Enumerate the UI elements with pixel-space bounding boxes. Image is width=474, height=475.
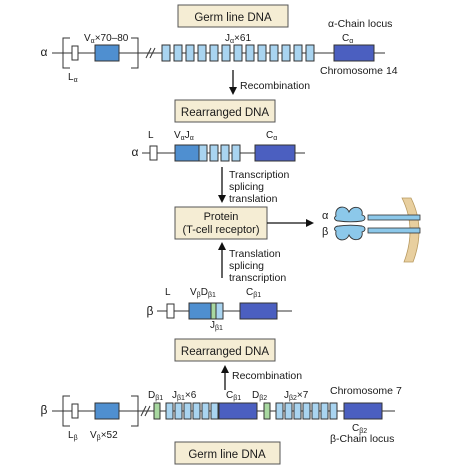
beta-symbol-3: β	[147, 304, 154, 318]
beta-locus-label: β-Chain locus	[330, 433, 394, 445]
v-alpha-segment	[94, 44, 120, 62]
alpha-symbol: α	[41, 45, 48, 59]
germline-bottom-box: Germ line DNA	[174, 441, 281, 465]
leader-segment-3	[166, 303, 175, 319]
j-beta1-segment-3	[215, 302, 224, 320]
alpha-symbol-2: α	[132, 145, 139, 159]
beta-tail	[367, 227, 421, 234]
c-alpha-label-2: Cα	[266, 130, 277, 142]
vj-alpha-label: VαJα	[174, 130, 194, 142]
tst-beta-1: Translation	[229, 248, 281, 260]
d-beta2-label: Dβ2	[252, 390, 267, 402]
germline-top-box: Germ line DNA	[177, 4, 289, 28]
j-beta1-label-3: Jβ1	[210, 320, 223, 332]
recombination-label-2: Recombination	[232, 370, 302, 382]
bracket-left-beta	[62, 395, 70, 427]
l-beta-label: Lβ	[68, 430, 78, 442]
bracket-right-beta	[131, 395, 139, 427]
c-beta1-segment-3	[239, 302, 278, 320]
c-alpha-segment	[333, 44, 375, 62]
rearranged-alpha-label: Rearranged DNA	[181, 107, 270, 119]
alpha-locus-label: α-Chain locus	[328, 18, 392, 30]
d-beta1-label: Dβ1	[148, 390, 163, 402]
leader-segment-2	[149, 145, 158, 161]
c-beta2-label: Cβ2	[352, 423, 367, 435]
protein-label-1: Protein	[204, 211, 239, 223]
j-beta2-count-label: Jβ2×7	[284, 390, 309, 402]
break-mark	[145, 47, 156, 59]
rearranged-beta-box: Rearranged DNA	[174, 338, 276, 362]
beta-rearranged-row: β L VβDβ1 Jβ1 Cβ1	[147, 287, 292, 332]
c-beta2-segment	[343, 402, 383, 420]
c-alpha-label: Cα	[342, 33, 353, 45]
beta-symbol-4: β	[41, 403, 48, 417]
j-beta1-segments	[165, 402, 219, 420]
beta-germline-row: β Lβ Vβ×52 Dβ1 Jβ1×6 Cβ1 Dβ2	[41, 385, 402, 445]
bracket-right	[131, 37, 139, 69]
leader-segment	[71, 45, 79, 61]
protein-box: Protein (T-cell receptor)	[174, 206, 268, 240]
l-alpha-label: Lα	[68, 72, 78, 84]
v-beta-segment	[94, 402, 120, 420]
tst-alpha-2: splicing	[229, 181, 264, 193]
break-mark-beta	[140, 405, 151, 417]
tst-beta-3: transcription	[229, 272, 286, 284]
c-beta1-label: Cβ1	[226, 390, 241, 402]
alpha-tail	[367, 214, 421, 221]
v-alpha-count-label: Vα×70–80	[84, 33, 129, 45]
l-label-3: L	[165, 287, 171, 298]
vd-beta-d-part	[210, 302, 217, 320]
bracket-left	[62, 37, 70, 69]
rearranged-alpha-box: Rearranged DNA	[174, 99, 276, 123]
c-beta1-label-3: Cβ1	[246, 287, 261, 299]
j-alpha-segments	[161, 44, 315, 62]
j-beta2-segments	[275, 402, 338, 420]
leader-segment-beta	[71, 403, 79, 419]
vd-beta-label: VβDβ1	[190, 287, 216, 299]
receptor-alpha-label: α	[322, 210, 329, 222]
alpha-rearranged-row: α L VαJα Cα	[132, 130, 305, 162]
rearranged-beta-label: Rearranged DNA	[181, 346, 270, 358]
v-beta-count-label: Vβ×52	[90, 430, 118, 442]
beta-domain	[334, 224, 366, 241]
vj-alpha-j-segments	[198, 144, 241, 162]
tcr-illustration: α β	[322, 197, 421, 263]
j-beta1-count-label: Jβ1×6	[172, 390, 197, 402]
d-beta1-segment	[153, 402, 161, 420]
c-alpha-segment-2	[254, 144, 296, 162]
germline-top-label: Germ line DNA	[194, 12, 272, 24]
receptor-beta-label: β	[322, 226, 328, 238]
alpha-germline-row: α Vα×70–80 Lα Jα×61 Cα α-	[41, 18, 398, 84]
j-alpha-count-label: Jα×61	[225, 33, 251, 45]
tst-alpha-1: Transcription	[229, 169, 289, 181]
d-beta2-segment	[263, 402, 271, 420]
recombination-label-1: Recombination	[240, 80, 310, 92]
chromosome-14-label: Chromosome 14	[320, 65, 398, 77]
c-beta1-segment	[218, 402, 258, 420]
l-label-2: L	[148, 130, 154, 141]
vd-beta-v-part	[188, 302, 212, 320]
germline-bottom-label: Germ line DNA	[188, 449, 266, 461]
tst-beta-2: splicing	[229, 260, 264, 272]
chromosome-7-label: Chromosome 7	[330, 385, 402, 397]
vj-alpha-v-part	[174, 144, 200, 162]
tst-alpha-3: translation	[229, 193, 278, 205]
alpha-domain	[334, 206, 366, 223]
protein-label-2: (T-cell receptor)	[182, 224, 259, 236]
